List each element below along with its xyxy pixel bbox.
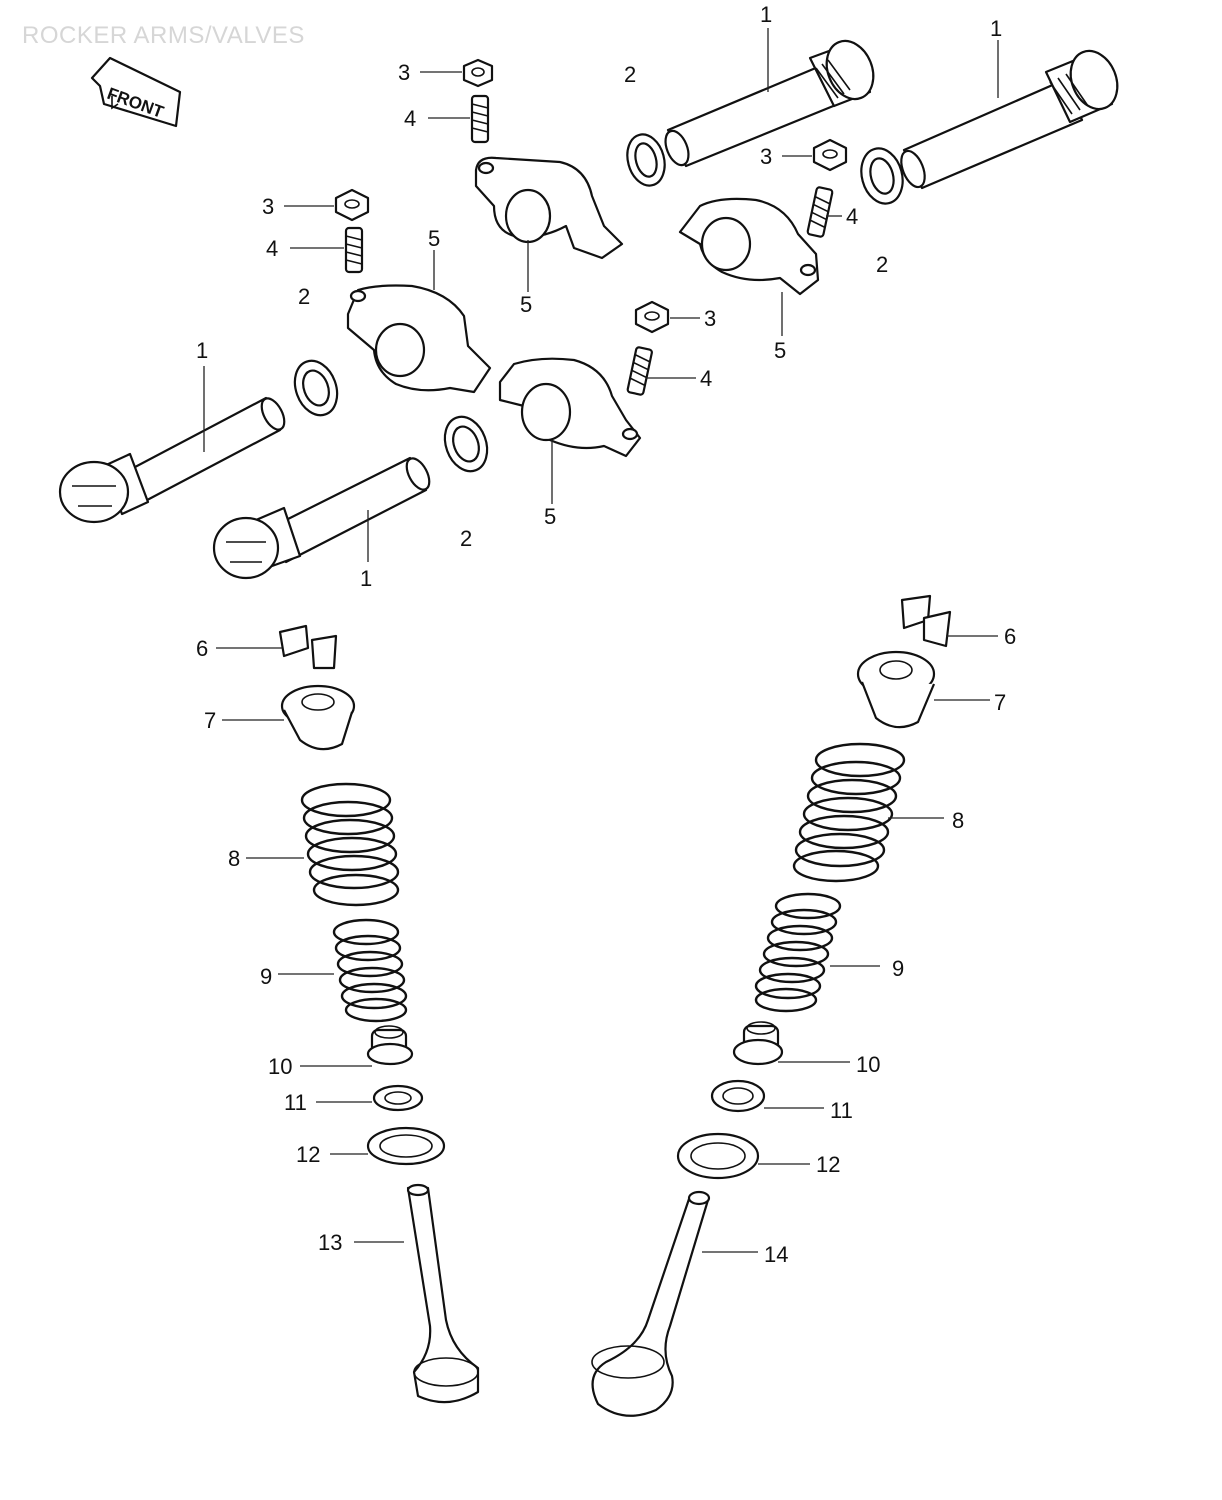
outer-valve-spring-right [792, 742, 906, 883]
locknut-right [812, 138, 848, 172]
intake-valve [406, 1183, 480, 1404]
callout-4: 4 [404, 106, 416, 131]
callout-13: 13 [318, 1230, 342, 1255]
inner-valve-spring-right [754, 892, 842, 1013]
callout-11: 11 [830, 1098, 853, 1123]
rocker-arm-top [474, 156, 624, 260]
callout-5: 5 [520, 292, 532, 317]
rocker-arm-right [678, 197, 820, 296]
locknut-left [334, 188, 370, 222]
callout-3: 3 [760, 144, 772, 169]
adjusting-screw-left [344, 226, 364, 274]
valve-cotter-right [900, 594, 952, 648]
callout-10: 10 [268, 1054, 292, 1079]
thrust-washer-top-center [626, 133, 666, 187]
callout-12: 12 [296, 1142, 320, 1167]
callout-2: 2 [876, 252, 888, 277]
callout-6: 6 [1004, 624, 1016, 649]
callout-1: 1 [990, 16, 1002, 41]
spring-seat-large-left [366, 1126, 446, 1166]
stem-seal-left [366, 1025, 414, 1066]
callout-9: 9 [260, 964, 272, 989]
callout-1: 1 [760, 2, 772, 27]
rocker-arm-center [498, 357, 642, 458]
callout-8: 8 [952, 808, 964, 833]
callout-3: 3 [398, 60, 410, 85]
callout-14: 14 [764, 1242, 788, 1267]
rocker-shaft-left-upper [58, 396, 286, 524]
spring-retainer-right [856, 650, 936, 729]
callout-2: 2 [460, 526, 472, 551]
adjusting-screw-right [806, 186, 834, 238]
thrust-washer-left-lower [443, 415, 489, 473]
callout-11: 11 [284, 1090, 307, 1115]
locknut-top [462, 58, 494, 88]
stem-seal-right [732, 1021, 784, 1066]
valve-cotter-left [278, 624, 338, 670]
callout-4: 4 [700, 366, 712, 391]
callout-6: 6 [196, 636, 208, 661]
callout-5: 5 [544, 504, 556, 529]
spring-seat-small-left [372, 1084, 424, 1112]
spring-seat-large-right [676, 1132, 760, 1180]
adjusting-screw-top [470, 94, 490, 144]
callout-1: 1 [360, 566, 372, 591]
callout-2: 2 [624, 62, 636, 87]
diagram-title-watermark: ROCKER ARMS/VALVES [22, 22, 305, 49]
exhaust-valve [591, 1190, 711, 1417]
thrust-washer-top-right [860, 147, 904, 205]
inner-valve-spring-left [332, 918, 408, 1023]
spring-retainer-left [280, 684, 356, 751]
leader-lines [203, 28, 999, 1253]
callout-4: 4 [266, 236, 278, 261]
callout-9: 9 [892, 956, 904, 981]
rocker-shaft-top-center [664, 39, 875, 168]
callout-10: 10 [856, 1052, 880, 1077]
callout-labels: 1 1 1 1 2 2 2 2 3 3 3 3 4 4 4 4 5 5 5 5 … [196, 2, 1016, 1267]
callout-7: 7 [994, 690, 1006, 715]
adjusting-screw-center [626, 346, 653, 396]
callout-4: 4 [846, 204, 858, 229]
locknut-center [634, 300, 670, 334]
callout-2: 2 [298, 284, 310, 309]
callout-5: 5 [428, 226, 440, 251]
callout-3: 3 [262, 194, 274, 219]
rocker-shaft-top-right [900, 49, 1119, 190]
rocker-shaft-left-lower [212, 456, 431, 580]
callout-12: 12 [816, 1152, 840, 1177]
callout-3: 3 [704, 306, 716, 331]
spring-seat-small-right [710, 1079, 766, 1113]
outer-valve-spring-left [300, 782, 400, 907]
callout-5: 5 [774, 338, 786, 363]
rocker-arm-left [346, 284, 492, 394]
callout-7: 7 [204, 708, 216, 733]
callout-8: 8 [228, 846, 240, 871]
callout-1: 1 [196, 338, 208, 363]
thrust-washer-left-upper [293, 359, 339, 417]
front-arrow-icon: FRONT [90, 56, 182, 128]
